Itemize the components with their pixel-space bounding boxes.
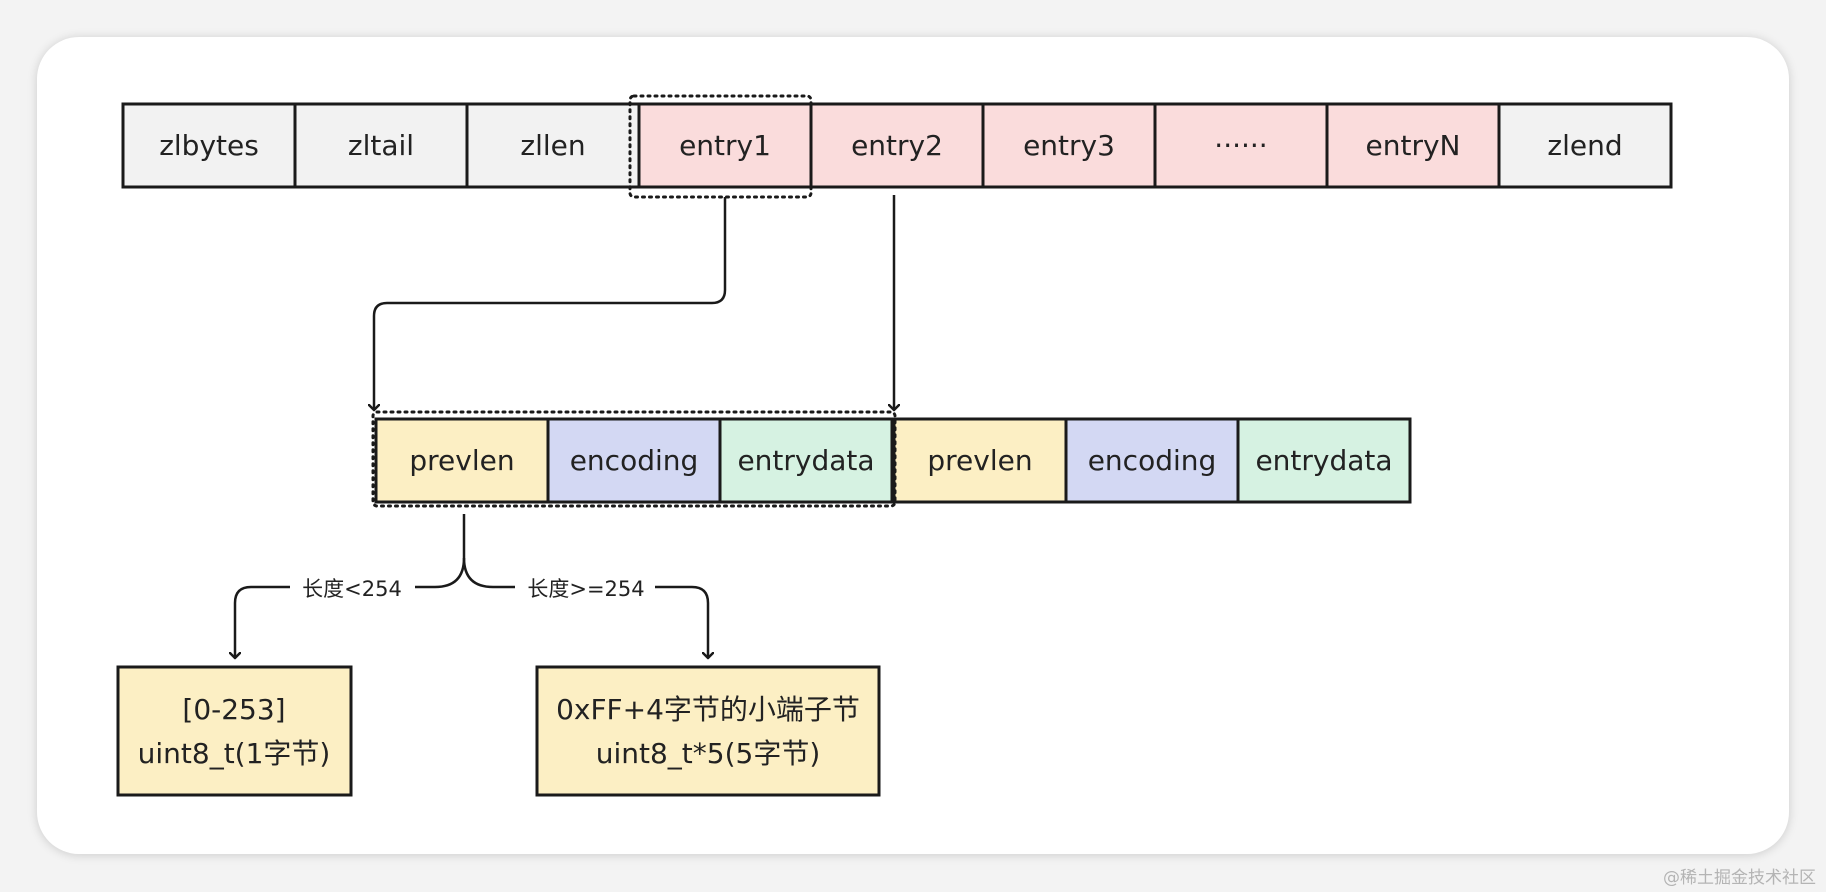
entry1-highlight-box	[628, 94, 813, 199]
entry-field-label: entrydata	[1255, 444, 1392, 477]
result-box-line1: [0-253]	[182, 693, 285, 726]
entry-field-encoding: encoding	[1064, 417, 1240, 504]
ziplist-cell-label: zltail	[348, 129, 414, 162]
ziplist-cell-label: entry1	[679, 129, 771, 162]
entry-layout-row: prevlen encoding entrydata prevlen encod…	[374, 417, 1412, 504]
ziplist-cell-ellipsis: ······	[1153, 102, 1329, 189]
ziplist-cell-label: zllen	[520, 129, 585, 162]
entry-field-label: prevlen	[927, 444, 1032, 477]
entry-field-label: entrydata	[737, 444, 874, 477]
ziplist-cell-label: entry2	[851, 129, 943, 162]
branch-label-less-than: 长度<254	[302, 577, 402, 601]
result-box-bg	[116, 665, 353, 797]
entry-field-entrydata: entrydata	[1236, 417, 1412, 504]
entry-field-entrydata: entrydata	[718, 417, 894, 504]
ziplist-cell-bg	[637, 102, 813, 189]
ziplist-cell-bg	[1497, 102, 1673, 189]
ziplist-row: zlbytes zltail zllen entry1 entry2 entry…	[121, 102, 1673, 189]
ziplist-cell-label: entry3	[1023, 129, 1115, 162]
result-box-small: [0-253] uint8_t(1字节)	[116, 665, 353, 797]
ziplist-cell-bg	[809, 102, 985, 189]
entry-field-bg	[892, 417, 1068, 504]
ziplist-cell-zlbytes: zlbytes	[121, 102, 297, 189]
prevlen-branch-stem	[415, 514, 466, 589]
entry-field-encoding: encoding	[546, 417, 722, 504]
ziplist-cell-entryN: entryN	[1325, 102, 1501, 189]
result-box-large: 0xFF+4字节的小端子节 uint8_t*5(5字节)	[535, 665, 881, 797]
result-box-line1: 0xFF+4字节的小端子节	[556, 693, 860, 726]
entry-field-label: prevlen	[409, 444, 514, 477]
result-box-bg	[535, 665, 881, 797]
ziplist-cell-bg	[981, 102, 1157, 189]
ziplist-cell-entry2: entry2	[809, 102, 985, 189]
left-branch-arrow	[235, 585, 290, 658]
ziplist-cell-label: zlend	[1547, 129, 1622, 162]
entry-field-label: encoding	[570, 444, 699, 477]
ziplist-cell-zlend: zlend	[1497, 102, 1673, 189]
ziplist-cell-bg	[465, 102, 641, 189]
ziplist-cell-bg	[121, 102, 297, 189]
entry-field-bg	[546, 417, 722, 504]
entry-expansion-highlight-box	[371, 410, 897, 508]
ziplist-cell-label: ······	[1214, 129, 1267, 162]
ziplist-cell-label: entryN	[1366, 129, 1461, 162]
right-branch-arrow	[655, 585, 708, 658]
entry-field-bg	[718, 417, 894, 504]
ziplist-cell-bg	[293, 102, 469, 189]
entry-field-bg	[1236, 417, 1412, 504]
ziplist-cell-zltail: zltail	[293, 102, 469, 189]
result-box-line2: uint8_t(1字节)	[138, 737, 331, 770]
result-box-line2: uint8_t*5(5字节)	[596, 737, 821, 770]
prevlen-branch-right-curve	[462, 557, 515, 589]
branch-label-greater-equal: 长度>=254	[527, 577, 644, 601]
entry-field-prevlen: prevlen	[892, 417, 1068, 504]
entry1-connector-arrow	[374, 197, 727, 410]
ziplist-cell-entry3: entry3	[981, 102, 1157, 189]
ziplist-cell-bg	[1325, 102, 1501, 189]
entry-field-prevlen: prevlen	[374, 417, 550, 504]
watermark-text: @稀土掘金技术社区	[1663, 868, 1816, 888]
ziplist-cell-label: zlbytes	[159, 129, 259, 162]
ziplist-cell-entry1: entry1	[637, 102, 813, 189]
entry-field-label: encoding	[1088, 444, 1217, 477]
ziplist-cell-zllen: zllen	[465, 102, 641, 189]
